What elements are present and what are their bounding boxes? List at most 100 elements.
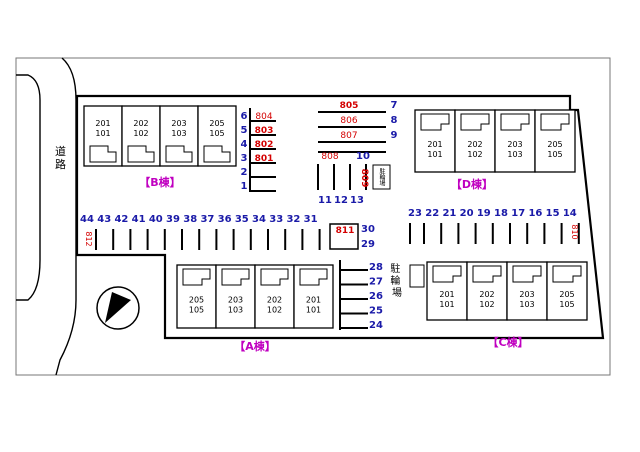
building-d-unit-202-entry xyxy=(460,113,490,131)
building-b-unit-202-upper: 202 xyxy=(133,119,148,128)
space-5: 5 xyxy=(241,125,248,136)
space-15: 15 xyxy=(546,208,560,219)
space-10: 10 xyxy=(356,151,370,162)
space-805: 805 xyxy=(340,101,359,111)
space-13: 13 xyxy=(350,195,364,206)
space-16: 16 xyxy=(528,208,542,219)
building-d-unit-202-lower: 102 xyxy=(467,150,482,159)
building-a-unit-205-upper: 205 xyxy=(189,296,204,305)
building-d-unit-203-entry xyxy=(500,113,530,131)
bike-parking-box-right xyxy=(409,264,425,288)
building-d-unit-205-lower: 105 xyxy=(547,150,562,159)
space-43: 43 xyxy=(97,214,111,225)
space-1: 1 xyxy=(241,181,248,192)
space-801: 801 xyxy=(255,154,274,164)
building-b-label: 【B棟】 xyxy=(139,175,180,189)
building-c-label: 【C棟】 xyxy=(487,335,528,349)
space-20: 20 xyxy=(460,208,474,219)
building-c-unit-202-outline xyxy=(466,261,508,321)
space-27: 27 xyxy=(369,277,383,288)
building-c-unit-205-upper: 205 xyxy=(559,290,574,299)
building-b-unit-203-upper: 203 xyxy=(171,119,186,128)
building-d-unit-203-outline xyxy=(494,109,536,173)
space-6: 6 xyxy=(241,111,248,122)
space-21: 21 xyxy=(442,208,456,219)
space-37: 37 xyxy=(200,214,214,225)
space-22: 22 xyxy=(425,208,439,219)
building-a-unit-203-entry xyxy=(221,268,250,286)
space-40: 40 xyxy=(149,214,163,225)
road xyxy=(16,57,77,376)
building-c-unit-205-outline xyxy=(546,261,588,321)
building-a-unit-202-entry xyxy=(260,268,289,286)
building-b-unit-201-entry xyxy=(89,145,117,163)
building-d-unit-203-lower: 103 xyxy=(507,150,522,159)
space-3: 3 xyxy=(241,153,248,164)
space-4: 4 xyxy=(241,139,248,150)
building-b-unit-201-upper: 201 xyxy=(95,119,110,128)
building-b-unit-205-entry xyxy=(203,145,231,163)
building-d-unit-205-entry xyxy=(540,113,570,131)
space-39: 39 xyxy=(166,214,180,225)
space-44: 44 xyxy=(80,214,94,225)
building-c-unit-201-entry xyxy=(432,265,462,283)
space-42: 42 xyxy=(114,214,128,225)
space-804: 804 xyxy=(255,112,272,122)
space-17: 17 xyxy=(511,208,525,219)
space-806: 806 xyxy=(340,116,357,126)
space-9: 9 xyxy=(391,130,398,141)
space-803: 803 xyxy=(255,126,274,136)
space-14: 14 xyxy=(563,208,577,219)
space-28: 28 xyxy=(369,262,383,273)
north-arrow-icon xyxy=(96,286,140,330)
space-31: 31 xyxy=(304,214,318,225)
building-a-unit-201-entry xyxy=(299,268,328,286)
building-c-unit-202-lower: 102 xyxy=(479,300,494,309)
space-802: 802 xyxy=(255,140,274,150)
space-24: 24 xyxy=(369,320,383,331)
building-b-unit-202-entry xyxy=(127,145,155,163)
space-32: 32 xyxy=(286,214,300,225)
space-41: 41 xyxy=(132,214,146,225)
building-c-unit-203-entry xyxy=(512,265,542,283)
building-d-unit-201-lower: 101 xyxy=(427,150,442,159)
road-label-char-2: 路 xyxy=(55,158,66,171)
space-35: 35 xyxy=(235,214,249,225)
building-b-unit-202-lower: 102 xyxy=(133,129,148,138)
space-36: 36 xyxy=(218,214,232,225)
building-d-unit-201-outline xyxy=(414,109,456,173)
building-d-unit-202-outline xyxy=(454,109,496,173)
building-b-unit-203-lower: 103 xyxy=(171,129,186,138)
stall-811-box xyxy=(329,223,359,250)
building-d-label: 【D棟】 xyxy=(451,177,493,191)
building-a-unit-203-upper: 203 xyxy=(228,296,243,305)
bike-parking-center-label: 駐輪場 xyxy=(378,167,385,187)
space-38: 38 xyxy=(183,214,197,225)
space-18: 18 xyxy=(494,208,508,219)
building-d-unit-203-upper: 203 xyxy=(507,140,522,149)
building-a-unit-201-lower: 101 xyxy=(306,306,321,315)
building-c-unit-203-outline xyxy=(506,261,548,321)
building-a-unit-205-lower: 105 xyxy=(189,306,204,315)
space-812: 812 xyxy=(84,231,93,246)
building-d-unit-205-outline xyxy=(534,109,576,173)
building-b-unit-203-entry xyxy=(165,145,193,163)
space-25: 25 xyxy=(369,306,383,317)
building-c-unit-201-upper: 201 xyxy=(439,290,454,299)
building-c-unit-205-entry xyxy=(552,265,582,283)
space-30: 30 xyxy=(361,224,375,235)
space-19: 19 xyxy=(477,208,491,219)
building-c-unit-202-entry xyxy=(472,265,502,283)
